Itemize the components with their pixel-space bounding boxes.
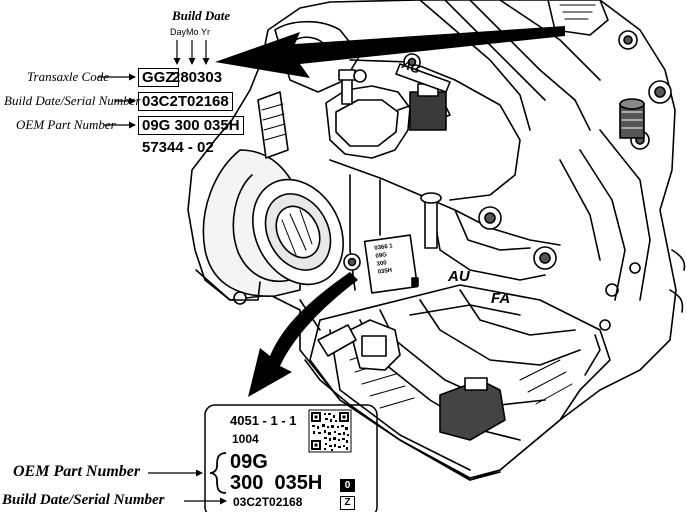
build-serial-label: Build Date/Serial Number bbox=[4, 93, 141, 108]
bottom-build-label: Build Date/Serial Number bbox=[2, 492, 165, 508]
brace bbox=[209, 452, 227, 494]
case-text-au: AU bbox=[448, 268, 470, 285]
extra-code-value: 57344 - 02 bbox=[142, 139, 214, 156]
label-pointer-arrows bbox=[98, 40, 227, 505]
transaxle-code-value: GGZ bbox=[138, 68, 179, 87]
build-date-month: Mo bbox=[186, 27, 199, 37]
bottom-serial: 03C2T02168 bbox=[233, 495, 303, 509]
bottom-label-card bbox=[204, 404, 378, 512]
arrow-down-left-icon bbox=[248, 272, 358, 397]
build-date-day: Day bbox=[170, 27, 187, 37]
bottom-box-z: Z bbox=[340, 496, 355, 510]
qr-code bbox=[308, 409, 352, 453]
bottom-oem-label: OEM Part Number bbox=[13, 463, 141, 480]
build-date-year: Yr bbox=[201, 27, 210, 37]
arrow-left-icon bbox=[215, 26, 565, 78]
build-date-title: Build Date bbox=[172, 8, 231, 23]
bottom-label-line2: 1004 bbox=[232, 432, 259, 446]
build-date-value: 280303 bbox=[172, 69, 223, 86]
bottom-box-0: 0 bbox=[340, 479, 355, 492]
bottom-part-line2: 300 035H bbox=[230, 472, 323, 494]
oem-part-value: 09G 300 035H bbox=[138, 116, 244, 135]
transaxle-code-label: Transaxle Code bbox=[27, 69, 109, 84]
bottom-part-line1: 09G bbox=[230, 451, 268, 473]
oem-part-label: OEM Part Number bbox=[16, 117, 116, 132]
case-small-label: 0366 1 09G 300 035H bbox=[374, 239, 418, 276]
case-text-fa: FA bbox=[491, 290, 511, 307]
bottom-label-line1: 4051 - 1 - 1 bbox=[230, 413, 297, 428]
serial-value: 03C2T02168 bbox=[138, 92, 233, 111]
